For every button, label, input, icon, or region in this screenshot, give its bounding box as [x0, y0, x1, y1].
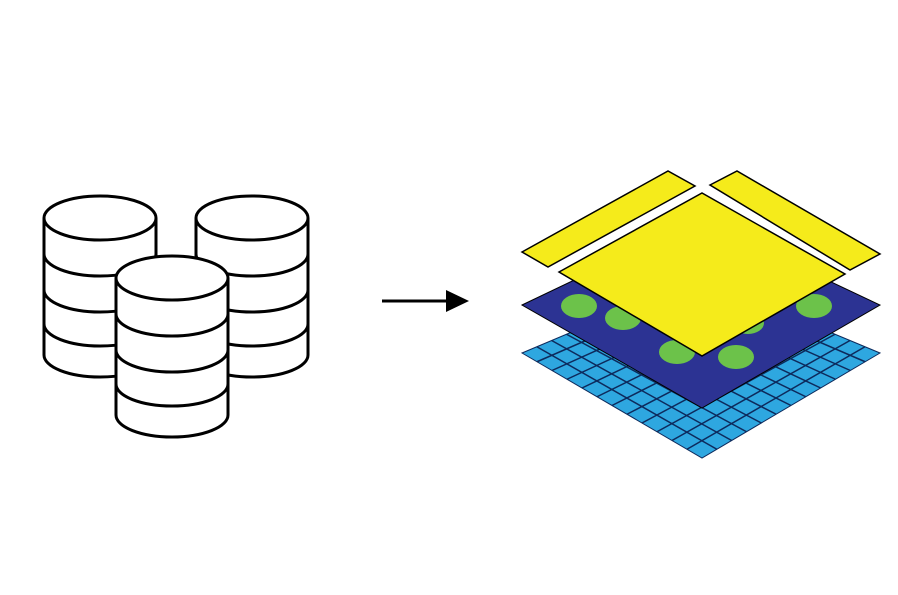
polygon-parcels-layer: [520, 170, 882, 357]
arrow-right-icon: [382, 290, 469, 312]
database-stack-icon: [42, 194, 310, 439]
point-feature: [718, 345, 754, 369]
point-feature: [796, 294, 832, 318]
parcel-right-strip: [708, 170, 882, 271]
database-cylinder-front: [114, 254, 230, 439]
point-feature: [561, 294, 597, 318]
parcel-left-strip: [520, 170, 697, 268]
parcel-center: [557, 192, 847, 357]
layered-map-icon: [520, 170, 882, 459]
grid-line: [686, 346, 866, 450]
